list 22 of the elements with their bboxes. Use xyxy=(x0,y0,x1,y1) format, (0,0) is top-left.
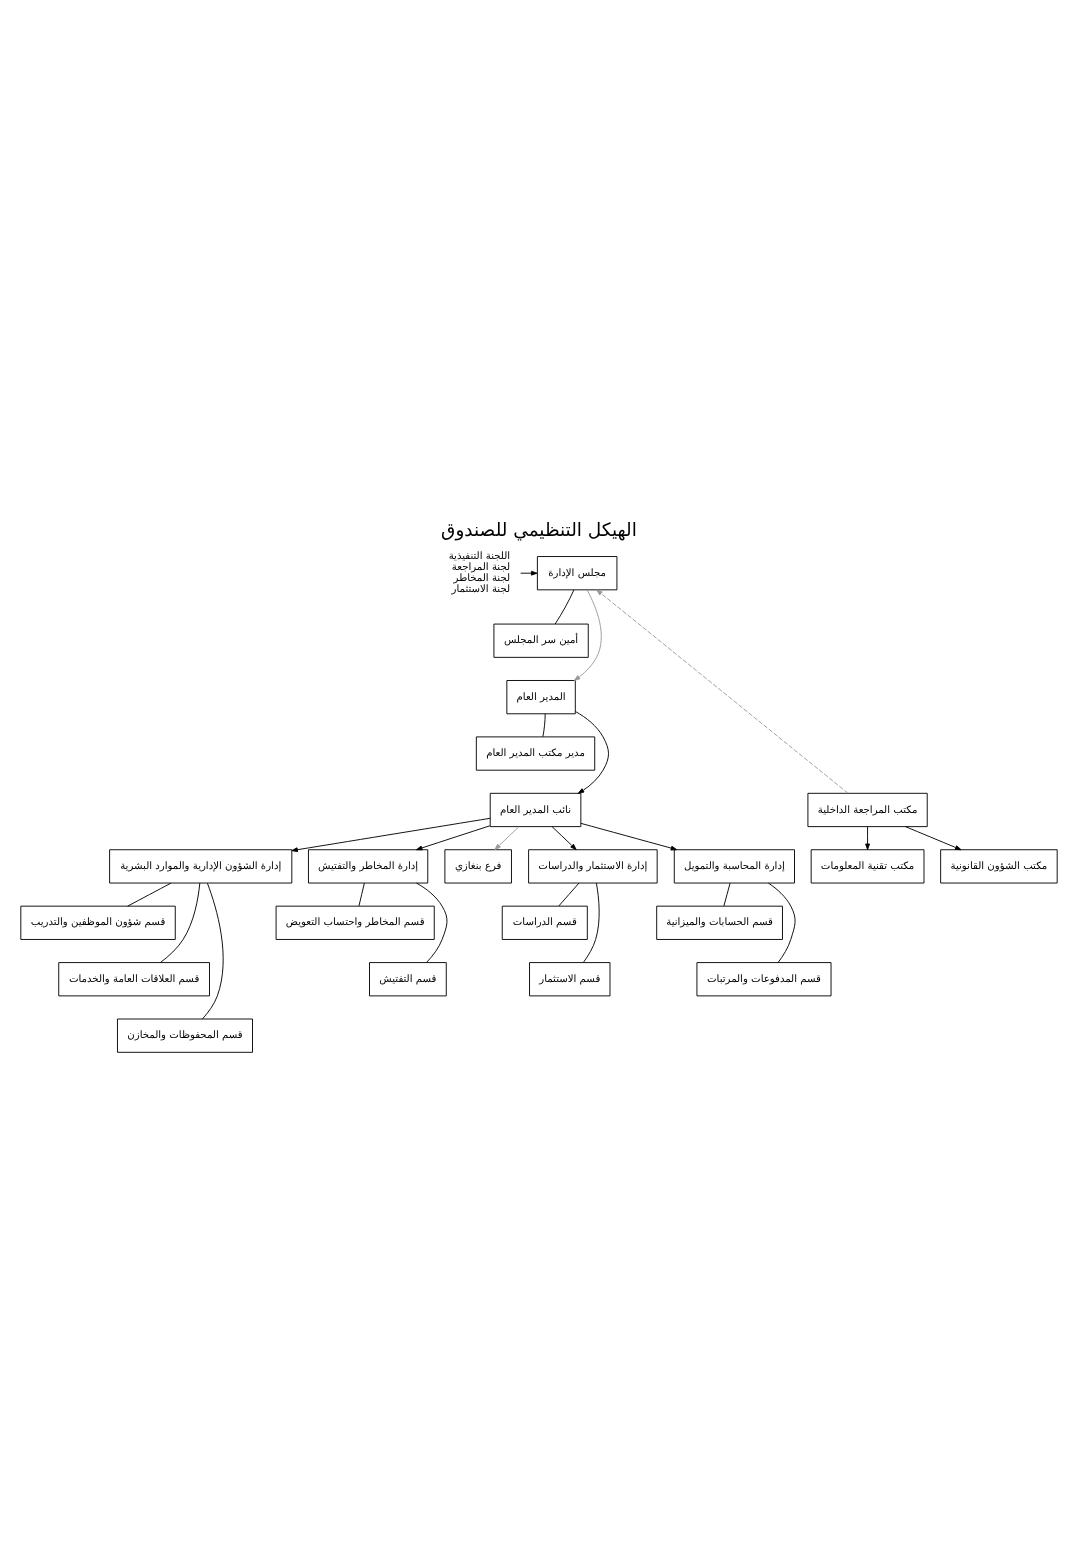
connector xyxy=(127,881,172,906)
connector xyxy=(768,881,796,962)
connector xyxy=(554,588,575,624)
arrow xyxy=(573,588,602,680)
connector xyxy=(160,881,201,962)
connector xyxy=(358,881,365,906)
arrow xyxy=(575,710,609,793)
arrow xyxy=(520,569,538,575)
diagram-title: الهيكل التنظيمي للصندوق xyxy=(441,519,637,542)
arrow xyxy=(905,825,962,850)
connector xyxy=(542,712,546,737)
arrow xyxy=(291,816,491,852)
connector xyxy=(723,881,731,906)
arrow xyxy=(416,824,491,850)
arrow xyxy=(494,825,520,849)
connector xyxy=(416,881,448,962)
arrow xyxy=(865,825,870,849)
arrow xyxy=(596,588,849,793)
arrow xyxy=(551,825,577,849)
arrow xyxy=(580,821,678,850)
connector xyxy=(201,881,224,1019)
connector xyxy=(558,881,580,906)
